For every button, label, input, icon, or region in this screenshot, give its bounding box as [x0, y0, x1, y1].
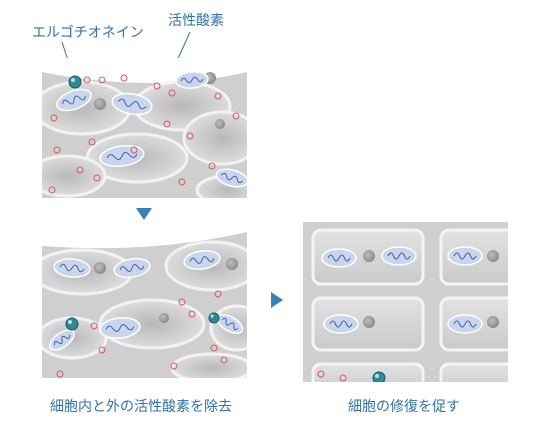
ros-icon — [120, 74, 128, 82]
nucleus — [487, 316, 499, 328]
ros-icon — [317, 370, 325, 378]
ros-icon — [153, 82, 161, 90]
ros-icon — [339, 374, 347, 382]
ros-icon — [93, 174, 101, 182]
ergothioneine-icon — [372, 371, 386, 382]
mitochondrion — [381, 246, 417, 266]
ros-icon — [130, 146, 138, 154]
mitochondrion — [111, 92, 153, 116]
ros-icon — [50, 114, 58, 122]
ergothioneine-label: エルゴチオネイン — [32, 25, 144, 41]
ros-icon — [76, 166, 84, 174]
mitochondrion — [323, 314, 359, 334]
ros-icon — [232, 112, 240, 120]
nucleus — [94, 262, 106, 274]
healthy-cell — [311, 362, 425, 382]
panel-repaired — [303, 222, 508, 382]
ros-icon — [178, 298, 186, 306]
ros-icon — [214, 92, 222, 100]
ros-icon — [90, 322, 98, 330]
nucleus — [363, 316, 375, 328]
nucleus — [363, 250, 375, 262]
ros-icon — [163, 120, 171, 128]
ros-icon — [208, 162, 216, 170]
ros-icon — [56, 370, 64, 378]
mitochondrion — [183, 249, 221, 271]
down-arrow-icon — [136, 208, 152, 220]
mitochondrion — [175, 71, 209, 89]
ros-icon — [170, 362, 178, 370]
ros-icon — [214, 290, 222, 298]
active-oxygen-label: 活性酸素 — [168, 13, 224, 29]
ros-icon — [48, 186, 56, 194]
ergothioneine-icon — [208, 312, 220, 324]
ros-icon — [53, 146, 61, 154]
ros-icon — [210, 344, 218, 352]
ros-icon — [178, 178, 186, 186]
mitochondrion — [99, 144, 145, 168]
ros-icon — [220, 356, 228, 364]
cell-blob — [170, 352, 247, 378]
nucleus — [94, 98, 106, 110]
right-arrow-icon — [271, 292, 283, 308]
cell-blob — [42, 154, 107, 198]
panel-before — [42, 58, 247, 198]
mitochondrion — [321, 248, 357, 268]
mitochondrion — [99, 317, 141, 339]
nucleus — [226, 258, 238, 270]
mitochondrion — [53, 258, 91, 278]
ros-icon — [186, 132, 194, 140]
repair-caption: 細胞の修復を促す — [348, 399, 460, 415]
cell-blob — [182, 110, 247, 166]
ros-icon — [188, 310, 196, 318]
nucleus — [159, 313, 169, 323]
ergothioneine-icon — [65, 317, 79, 331]
mitochondrion — [49, 329, 75, 351]
mitochondrion — [447, 246, 483, 266]
ros-icon — [168, 89, 176, 97]
ros-icon — [98, 76, 106, 84]
mitochondrion — [113, 257, 151, 279]
mitochondrion — [447, 314, 483, 334]
ros-icon — [88, 138, 96, 146]
healthy-cell — [439, 362, 508, 382]
mitochondrion — [215, 168, 247, 188]
ros-icon — [98, 346, 106, 354]
panel-after-removal — [42, 228, 247, 378]
remove-caption: 細胞内と外の活性酸素を除去 — [50, 399, 232, 415]
nucleus — [215, 119, 225, 129]
nucleus — [487, 250, 499, 262]
ros-icon — [83, 76, 91, 84]
ergothioneine-icon — [68, 75, 82, 89]
mitochondrion — [56, 88, 92, 112]
